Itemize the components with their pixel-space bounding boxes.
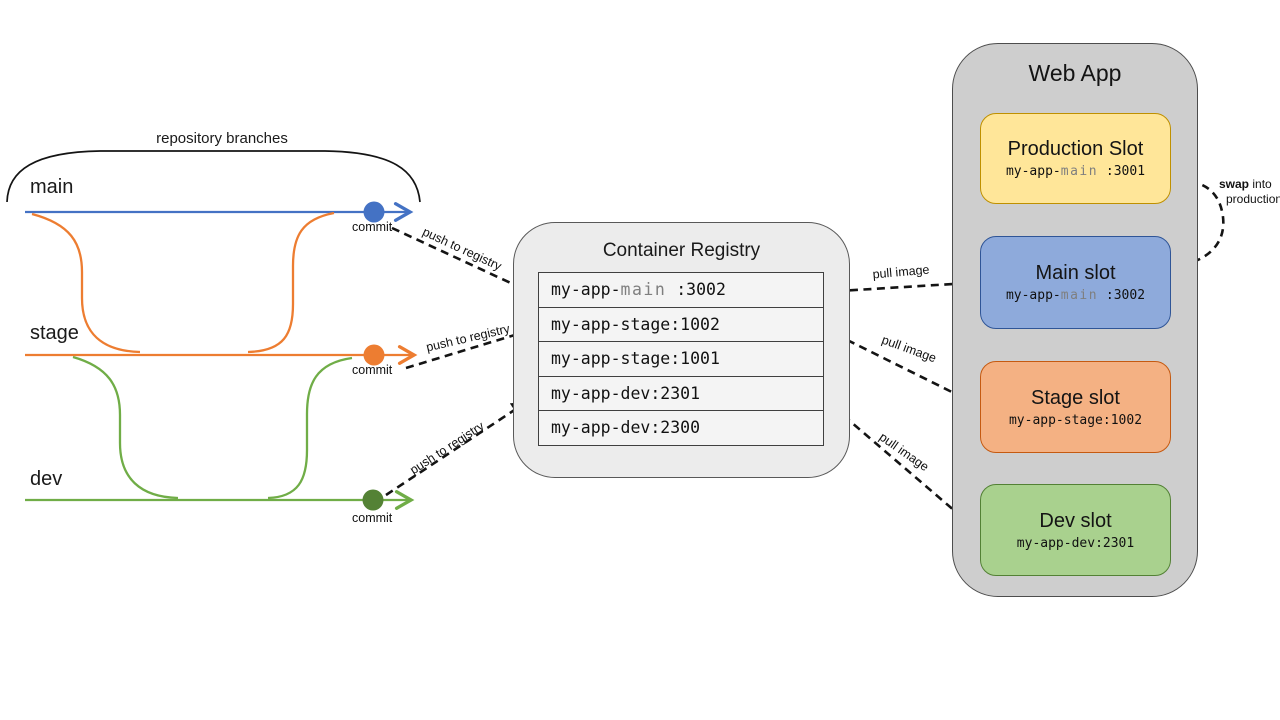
dev-slot: Dev slot my-app-dev:2301: [980, 484, 1171, 576]
commit-dot-main: [363, 201, 385, 223]
swap-label-line1: swap into: [1219, 177, 1280, 192]
registry-row-main-3002: my-app-main :3002: [538, 272, 824, 308]
slot-image-branch: main: [1060, 164, 1099, 179]
production-slot: Production Slot my-app-main :3001: [980, 113, 1171, 204]
container-registry-title: Container Registry: [602, 240, 761, 261]
registry-row-stage-1002: my-app-stage:1002: [538, 306, 824, 343]
branch-curve-stage-out: [31, 212, 141, 354]
production-slot-title: Production Slot: [1007, 138, 1144, 160]
swap-into-production-label: swap into production: [1219, 177, 1280, 207]
registry-row-text: my-app-dev:2301: [551, 383, 701, 403]
slot-image-tag: :3001: [1098, 164, 1146, 179]
stage-slot-title: Stage slot: [1031, 386, 1120, 409]
main-slot: Main slot my-app-main :3002: [980, 236, 1171, 329]
registry-row-dev-2300: my-app-dev:2300: [538, 410, 824, 446]
push-arrow-stage: [405, 327, 532, 370]
slot-image-text: my-app-: [1005, 164, 1061, 179]
swap-label-rest: into: [1249, 177, 1272, 191]
stage-slot-image: my-app-stage:1002: [1009, 413, 1142, 428]
slot-image-text: my-app-stage:1002: [1008, 412, 1143, 428]
branch-curve-dev-out: [72, 355, 179, 500]
dev-slot-title: Dev slot: [1039, 509, 1112, 532]
swap-label-bold: swap: [1219, 177, 1250, 191]
repository-bracket: [6, 150, 421, 203]
registry-row-stage-1001: my-app-stage:1001: [538, 341, 824, 377]
branch-curve-dev-merge: [267, 356, 353, 500]
container-registry-box: Container Registry my-app-main :3002 my-…: [513, 222, 850, 478]
web-app-title: Web App: [1028, 60, 1122, 86]
commit-label-main: commit: [352, 220, 393, 234]
dev-slot-image: my-app-dev:2301: [1017, 536, 1134, 551]
branch-curve-stage-merge: [247, 211, 335, 354]
commit-dot-stage: [363, 344, 385, 366]
registry-row-branch: main: [620, 280, 667, 299]
registry-row-text: my-app-: [551, 280, 621, 299]
push-arrow-dev: [385, 401, 528, 497]
swap-label-line2: production: [1226, 192, 1280, 206]
main-slot-image: my-app-main :3002: [1006, 288, 1145, 303]
commit-dot-dev: [362, 489, 384, 511]
slot-image-tag: :3002: [1098, 288, 1146, 303]
slot-image-branch: main: [1060, 288, 1099, 303]
registry-row-text: my-app-dev:2300: [551, 418, 701, 437]
registry-row-tag: :3002: [666, 280, 726, 299]
slot-image-text: my-app-: [1005, 288, 1061, 303]
branch-label-dev: dev: [30, 468, 63, 490]
registry-row-text: my-app-stage:1002: [551, 314, 720, 334]
slot-image-text: my-app-dev:2301: [1016, 535, 1135, 551]
main-slot-title: Main slot: [1035, 262, 1116, 284]
registry-row-dev-2301: my-app-dev:2301: [538, 375, 824, 412]
web-app-box: Web App Production Slot my-app-main :300…: [952, 43, 1198, 597]
branch-label-main: main: [30, 176, 74, 198]
commit-label-dev: commit: [352, 511, 393, 525]
commit-label-stage: commit: [352, 363, 393, 377]
push-arrow-main: [391, 226, 531, 293]
stage-slot: Stage slot my-app-stage:1002: [980, 361, 1171, 453]
registry-image-table: my-app-main :3002 my-app-stage:1002 my-a…: [538, 272, 824, 446]
registry-row-text: my-app-stage:1001: [551, 349, 720, 368]
pull-arrow-main: [822, 275, 973, 294]
branch-label-stage: stage: [30, 322, 79, 344]
repository-branches-label: repository branches: [156, 130, 288, 147]
production-slot-image: my-app-main :3001: [1006, 164, 1145, 179]
